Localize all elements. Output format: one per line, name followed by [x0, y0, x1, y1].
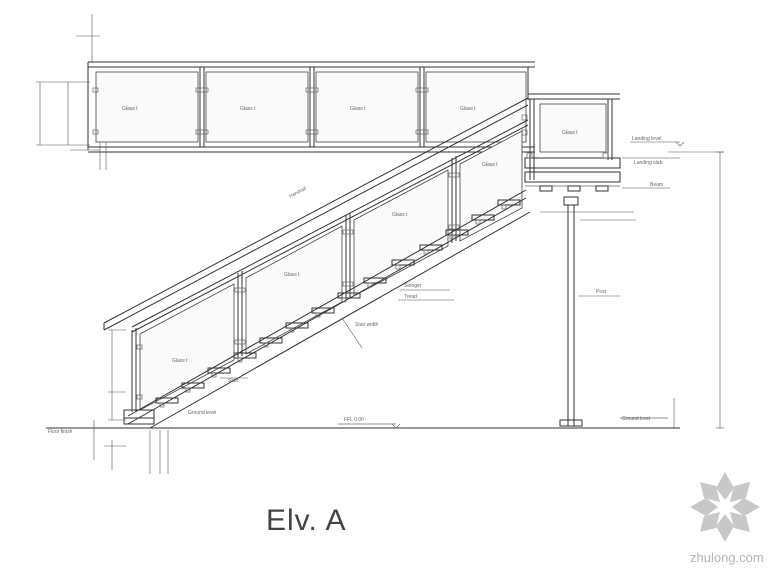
handrail-note: Handrail [288, 186, 307, 200]
upper-panel-label-2: Glass t [240, 106, 256, 112]
zhulong-logo-icon [690, 472, 760, 542]
stair-panel-label-small: Glass t [172, 358, 188, 364]
post-label: Post [596, 289, 607, 295]
watermark-text: zhulong.com [690, 550, 764, 565]
upper-glass-panel-4 [425, 71, 527, 143]
upper-panel-label-4: Glass t [460, 106, 476, 112]
upper-panel-label-3: Glass t [350, 106, 366, 112]
stair-panel-label-3: Glass t [482, 162, 498, 168]
tread-note: Tread [404, 294, 417, 300]
stair-treads [155, 199, 521, 404]
upper-balustrade: Glass t Glass t Glass t Glass t [87, 61, 535, 153]
drawing-title: Elv. A [266, 504, 347, 537]
right-ground-label: Ground level [622, 416, 650, 422]
landing-panel-label: Glass t [562, 130, 578, 136]
landing-level-label: Landing level [632, 136, 661, 142]
stair-stringer: Stringer Tread Stair width Stair Ground … [123, 189, 531, 429]
stair-panel-label-2: Glass t [392, 212, 408, 218]
stair-glass-panel-1 [139, 283, 235, 411]
right-annotations: Landing level Landing slab Beam [540, 136, 724, 429]
stair-panel-label-1: Glass t [284, 272, 300, 278]
ground-line: Floor finish FFL 0.00 Ground level [46, 416, 680, 435]
support-column: Post [559, 196, 620, 427]
landing-glass-panel [539, 103, 607, 153]
upper-panel-label-1: Glass t [122, 106, 138, 112]
stair-glass-panel-2 [245, 225, 343, 355]
upper-glass-panel-2 [205, 71, 309, 143]
landing-balustrade: Glass t [521, 93, 621, 192]
stair-handrail: Handrail [103, 97, 529, 333]
stair-glass-panel-3 [353, 169, 449, 297]
bottom-level-note: Ground level [188, 410, 216, 416]
stair-width-note: Stair width [355, 322, 379, 328]
stair-glass: Glass t Glass t Glass t Glass t [131, 130, 523, 412]
stair-left-note: Stair [228, 378, 239, 384]
left-dimensions [36, 14, 169, 474]
ground-label: Floor finish [48, 429, 73, 435]
stair-glass-panel-4 [459, 130, 523, 242]
upper-glass-panel-3 [315, 71, 419, 143]
beam-label: Beam [650, 182, 663, 188]
upper-glass-panel-1 [95, 71, 199, 143]
landing-slab-label: Landing slab [634, 160, 663, 166]
stringer-note: Stringer [404, 283, 422, 289]
elevation-mark: FFL 0.00 [344, 417, 364, 423]
